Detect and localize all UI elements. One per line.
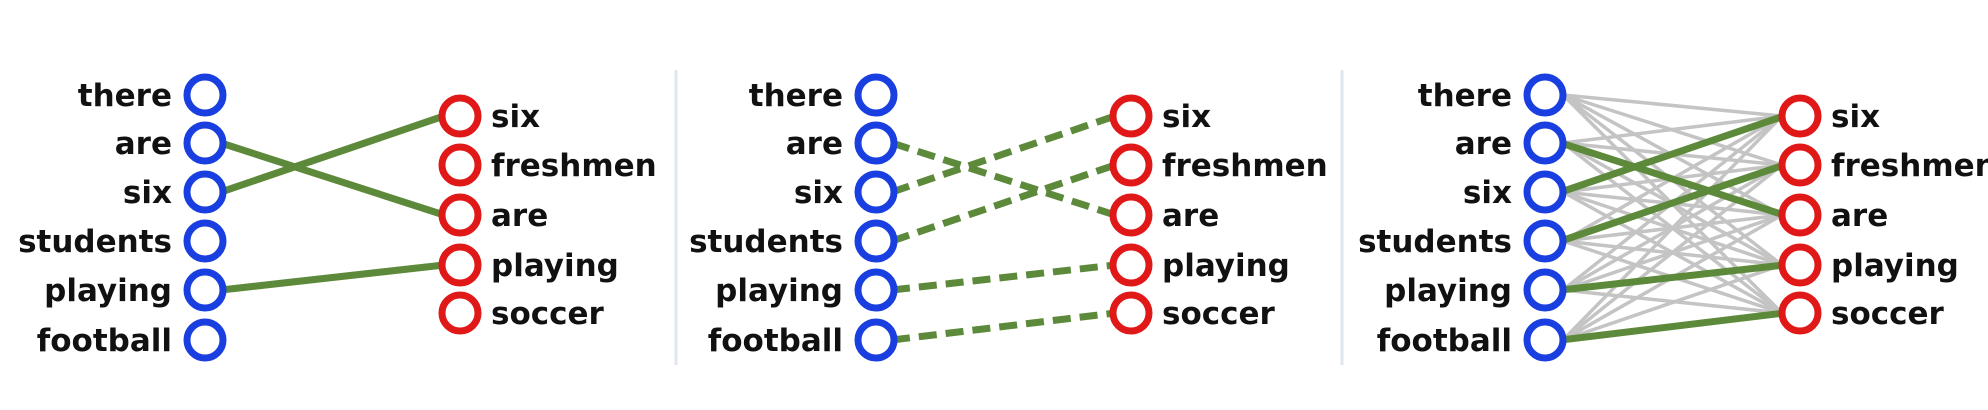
- alignment-edge-football-soccer: [1557, 309, 1788, 344]
- target-word-six: six: [1162, 99, 1211, 135]
- source-node-playing: [854, 268, 898, 312]
- source-word-six: six: [123, 175, 172, 211]
- source-word-football: football: [708, 323, 843, 359]
- alignment-edge-six-six: [217, 112, 448, 196]
- alignment-edge-playing-playing: [1557, 261, 1788, 294]
- source-node-are: [183, 121, 227, 165]
- alignment-edge-are-are: [217, 139, 448, 219]
- source-node-there: [854, 73, 898, 117]
- alignment-edge-playing-playing: [891, 261, 1116, 294]
- source-node-playing: [1523, 268, 1567, 312]
- source-word-are: are: [1455, 126, 1512, 162]
- target-node-playing: [438, 243, 482, 287]
- target-word-are: are: [491, 198, 548, 234]
- alignment-edges: [1557, 112, 1788, 344]
- source-node-six: [854, 170, 898, 214]
- target-word-soccer: soccer: [1831, 296, 1945, 332]
- target-word-six: six: [491, 99, 540, 135]
- source-node-six: [183, 170, 227, 214]
- source-word-are: are: [115, 126, 172, 162]
- target-node-freshmen: [1778, 143, 1822, 187]
- source-node-six: [1523, 170, 1567, 214]
- source-word-there: there: [749, 78, 843, 114]
- target-node-are: [438, 193, 482, 237]
- alignment-edge-football-soccer: [891, 309, 1116, 344]
- target-node-freshmen: [438, 143, 482, 187]
- alignment-panel-2: there are six students playing football six fre…: [689, 73, 1328, 362]
- alignment-edges: [890, 112, 1117, 344]
- target-node-are: [1778, 193, 1822, 237]
- target-word-freshmen: freshmen: [491, 148, 657, 184]
- candidate-edge: [1562, 114, 1783, 145]
- source-word-are: are: [786, 126, 843, 162]
- source-word-students: students: [689, 224, 843, 260]
- candidate-edge: [1562, 93, 1783, 118]
- source-word-playing: playing: [1384, 273, 1512, 309]
- target-node-six: [1778, 94, 1822, 138]
- source-word-playing: playing: [44, 273, 172, 309]
- target-node-soccer: [1778, 291, 1822, 335]
- source-word-six: six: [794, 175, 843, 211]
- source-node-there: [183, 73, 227, 117]
- alignment-edge-playing-playing: [217, 261, 448, 294]
- target-word-playing: playing: [1831, 248, 1959, 284]
- source-node-there: [1523, 73, 1567, 117]
- target-word-are: are: [1162, 198, 1219, 234]
- target-word-soccer: soccer: [491, 296, 605, 332]
- source-node-football: [854, 318, 898, 362]
- alignment-edge-students-freshmen: [1557, 161, 1788, 245]
- target-node-soccer: [438, 291, 482, 335]
- source-node-football: [1523, 318, 1567, 362]
- alignment-edges: [217, 112, 448, 294]
- source-word-six: six: [1463, 175, 1512, 211]
- target-word-freshmen: freshmen: [1831, 148, 1988, 184]
- source-word-there: there: [1418, 78, 1512, 114]
- source-word-football: football: [37, 323, 172, 359]
- source-word-there: there: [78, 78, 172, 114]
- source-node-students: [854, 219, 898, 263]
- alignment-edge-six-six: [1557, 112, 1788, 196]
- candidate-edge: [1561, 163, 1784, 342]
- target-node-freshmen: [1109, 143, 1153, 187]
- alignment-edge-six-six: [890, 112, 1117, 196]
- target-word-freshmen: freshmen: [1162, 148, 1328, 184]
- candidate-edge: [1562, 263, 1783, 342]
- alignment-edge-are-are: [1557, 139, 1788, 219]
- target-node-soccer: [1109, 291, 1153, 335]
- source-word-students: students: [18, 224, 172, 260]
- alignment-panel-3: there are six students playing football six fre…: [1358, 73, 1988, 362]
- target-node-playing: [1109, 243, 1153, 287]
- target-node-six: [1109, 94, 1153, 138]
- source-node-are: [854, 121, 898, 165]
- source-word-students: students: [1358, 224, 1512, 260]
- target-node-are: [1109, 193, 1153, 237]
- source-node-students: [183, 219, 227, 263]
- alignment-edge-students-freshmen: [890, 161, 1117, 245]
- target-word-playing: playing: [1162, 248, 1290, 284]
- source-word-playing: playing: [715, 273, 843, 309]
- target-word-six: six: [1831, 99, 1880, 135]
- source-word-football: football: [1377, 323, 1512, 359]
- target-node-six: [438, 94, 482, 138]
- source-node-students: [1523, 219, 1567, 263]
- target-word-playing: playing: [491, 248, 619, 284]
- alignment-edge-are-are: [890, 139, 1117, 219]
- source-node-football: [183, 318, 227, 362]
- target-node-playing: [1778, 243, 1822, 287]
- candidate-edge: [1561, 114, 1784, 342]
- target-word-soccer: soccer: [1162, 296, 1276, 332]
- source-node-playing: [183, 268, 227, 312]
- alignment-panel-1: there are six students playing football six fre…: [18, 73, 657, 362]
- source-node-are: [1523, 121, 1567, 165]
- target-word-are: are: [1831, 198, 1888, 234]
- candidate-edges: [1561, 93, 1784, 342]
